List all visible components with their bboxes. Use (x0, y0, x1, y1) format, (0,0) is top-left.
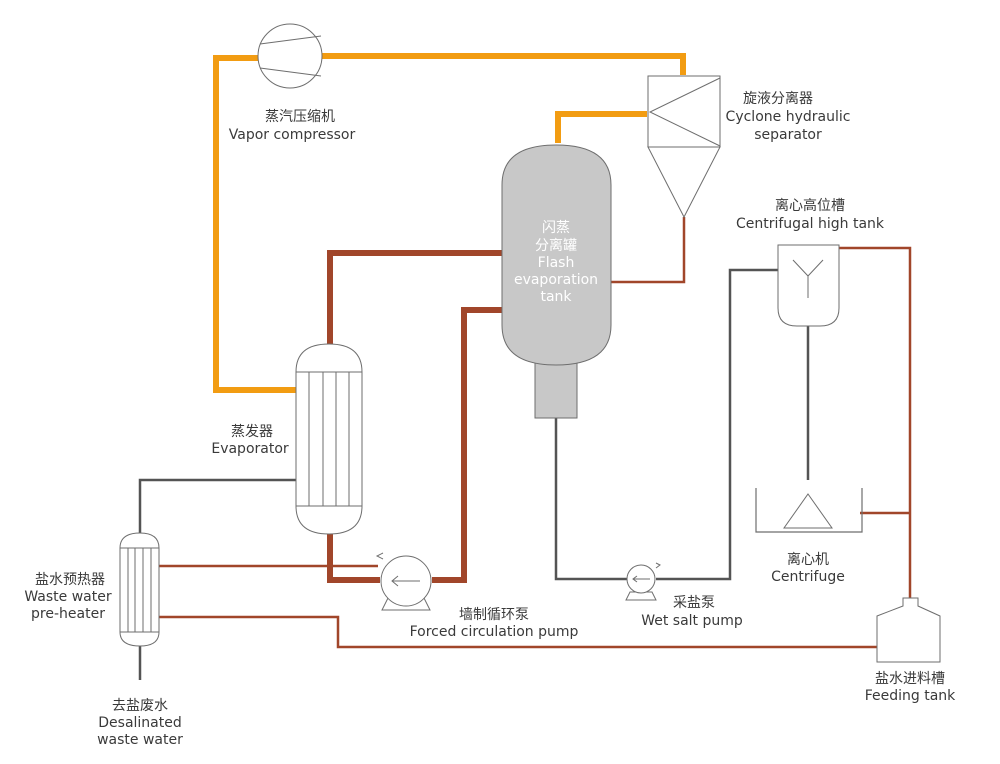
cyclone-separator (647, 75, 721, 219)
svg-text:Feeding tank: Feeding tank (865, 688, 956, 704)
centrifuge (755, 488, 863, 533)
circulation-pipe-pump-to-tank (432, 307, 503, 583)
flash-evaporation-tank (501, 144, 612, 419)
label-feeding-tank: 盐水进料槽 Feeding tank (865, 671, 956, 704)
svg-text:Wet salt pump: Wet salt pump (641, 613, 743, 629)
circulation-pipe-evaporator-to-pump (327, 534, 380, 583)
waste-water-preheater (119, 532, 160, 647)
pipe-cyclone-to-tank (611, 217, 686, 284)
svg-text:闪蒸: 闪蒸 (542, 220, 570, 236)
svg-text:离心机: 离心机 (787, 551, 829, 568)
svg-text:Vapor compressor: Vapor compressor (229, 127, 356, 143)
pipe-hightank-to-feed (833, 246, 912, 598)
label-centrifugal-high-tank: 离心高位槽 Centrifugal high tank (736, 197, 885, 232)
pipe-salt-pump-to-hightank (656, 268, 778, 581)
forced-circulation-pump (375, 552, 432, 611)
vapor-pipes (213, 53, 686, 393)
circulation-pipe-evaporator-to-tank (327, 250, 503, 346)
svg-text:采盐泵: 采盐泵 (673, 595, 715, 611)
svg-text:蒸发器: 蒸发器 (231, 424, 273, 440)
svg-text:蒸汽压缩机: 蒸汽压缩机 (265, 109, 335, 125)
pipe-feed-to-preheater (158, 615, 877, 649)
salt-pipes (138, 268, 810, 680)
evaporator (295, 343, 363, 535)
svg-text:Desalinated: Desalinated (98, 715, 182, 731)
vapor-compressor (257, 23, 323, 89)
svg-text:waste water: waste water (97, 732, 183, 748)
svg-text:Centrifuge: Centrifuge (771, 569, 845, 585)
svg-text:Flash: Flash (538, 255, 575, 271)
svg-text:Cyclone hydraulic: Cyclone hydraulic (726, 109, 851, 125)
pipe-tank-to-salt-pump (554, 418, 628, 581)
label-flash-tank: 闪蒸 分离罐 Flash evaporation tank (514, 220, 598, 305)
label-vapor-compressor: 蒸汽压缩机 Vapor compressor (229, 109, 356, 143)
svg-text:墙制循环泵: 墙制循环泵 (459, 607, 529, 623)
svg-text:去盐废水: 去盐废水 (112, 698, 168, 714)
svg-text:盐水预热器: 盐水预热器 (35, 572, 105, 588)
label-centrifuge: 离心机 Centrifuge (771, 551, 845, 585)
feeding-tank (876, 597, 941, 663)
label-evaporator: 蒸发器 Evaporator (211, 424, 289, 457)
svg-text:盐水进料槽: 盐水进料槽 (875, 671, 945, 687)
svg-text:pre-heater: pre-heater (31, 606, 105, 622)
svg-text:Centrifugal high tank: Centrifugal high tank (736, 216, 885, 232)
svg-text:separator: separator (754, 127, 822, 143)
wet-salt-pump (625, 562, 661, 601)
pipe-evaporator-to-preheater (138, 478, 296, 533)
label-cyclone-separator: 旋液分离器 Cyclone hydraulic separator (726, 90, 851, 143)
label-desalinated-water: 去盐废水 Desalinated waste water (97, 698, 183, 748)
svg-text:分离罐: 分离罐 (535, 237, 577, 254)
label-preheater: 盐水预热器 Waste water pre-heater (24, 572, 112, 622)
vapor-pipe-tank-to-cyclone (555, 111, 647, 143)
label-wet-salt-pump: 采盐泵 Wet salt pump (641, 595, 743, 629)
svg-text:离心高位槽: 离心高位槽 (775, 197, 845, 214)
svg-text:Evaporator: Evaporator (211, 441, 289, 457)
vapor-pipe-compressor-to-evaporator (213, 55, 296, 393)
svg-text:evaporation: evaporation (514, 272, 598, 288)
feed-pipes (158, 217, 912, 649)
svg-text:旋液分离器: 旋液分离器 (743, 90, 813, 107)
label-forced-circulation-pump: 墙制循环泵 Forced circulation pump (410, 607, 579, 640)
rotation-arrow-icon (375, 552, 384, 560)
svg-text:Waste water: Waste water (24, 589, 112, 605)
svg-text:tank: tank (540, 289, 572, 305)
vapor-pipe-compressor-to-cyclone (322, 53, 686, 75)
centrifugal-high-tank (777, 244, 840, 327)
svg-text:Forced circulation pump: Forced circulation pump (410, 624, 579, 640)
circulation-pipes (327, 250, 503, 583)
